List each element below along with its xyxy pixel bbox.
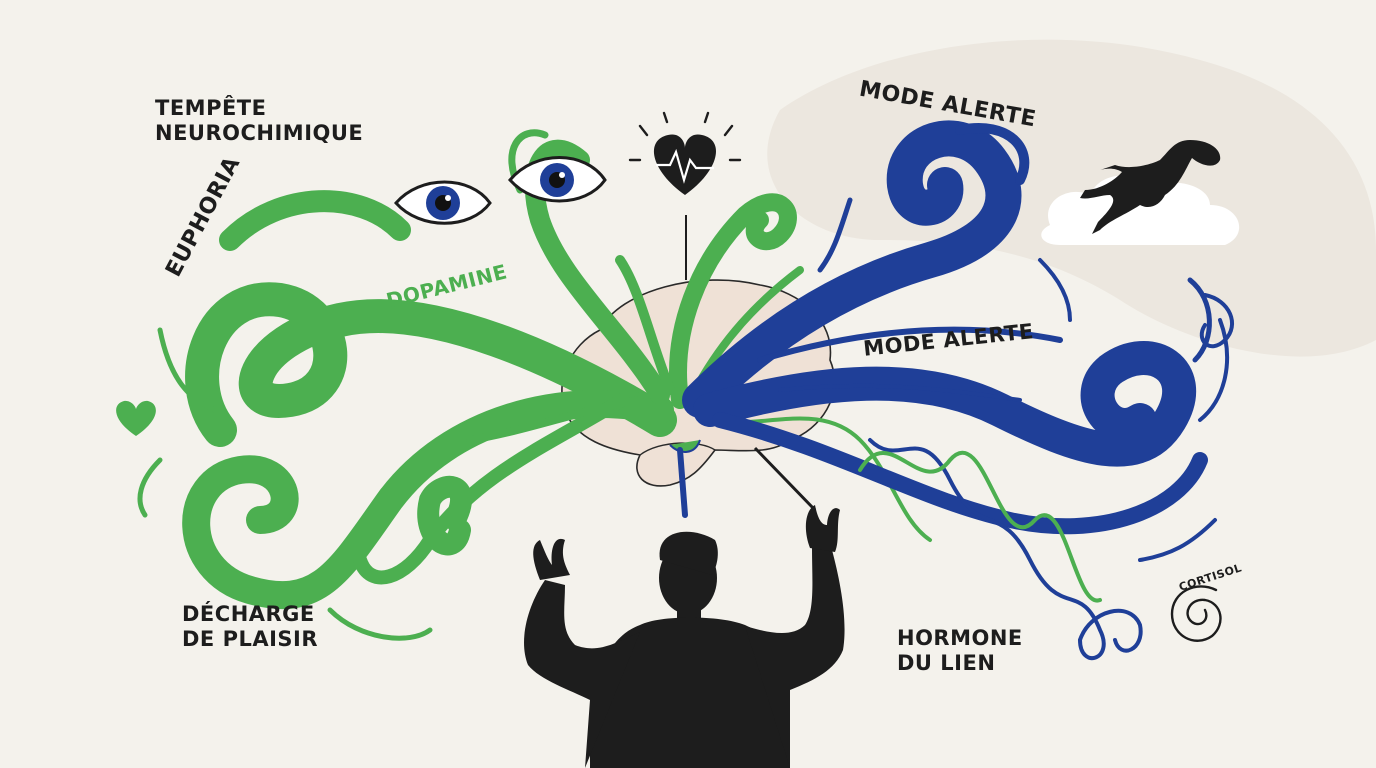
conductor-figure [524, 446, 845, 768]
cortisol-spiral-icon [1170, 585, 1222, 642]
decharge-line1: DÉCHARGE [182, 602, 315, 626]
hormone-label: HORMONE DU LIEN [897, 626, 1023, 676]
hormone-line2: DU LIEN [897, 650, 996, 675]
decharge-line2: DE PLAISIR [182, 626, 319, 651]
eye-icon [394, 180, 492, 225]
heartbeat-icon [628, 111, 742, 280]
tempete-line1: TEMPÊTE [155, 96, 267, 120]
floating-woman-icon [1041, 140, 1240, 245]
tempete-label: TEMPÊTE NEUROCHIMIQUE [155, 96, 363, 146]
dna-helix [858, 438, 1143, 661]
decharge-label: DÉCHARGE DE PLAISIR [182, 602, 318, 652]
hormone-line1: HORMONE [897, 626, 1023, 650]
heart-icon [116, 400, 156, 436]
eye-icon [508, 156, 607, 203]
tempete-line2: NEUROCHIMIQUE [155, 120, 364, 145]
